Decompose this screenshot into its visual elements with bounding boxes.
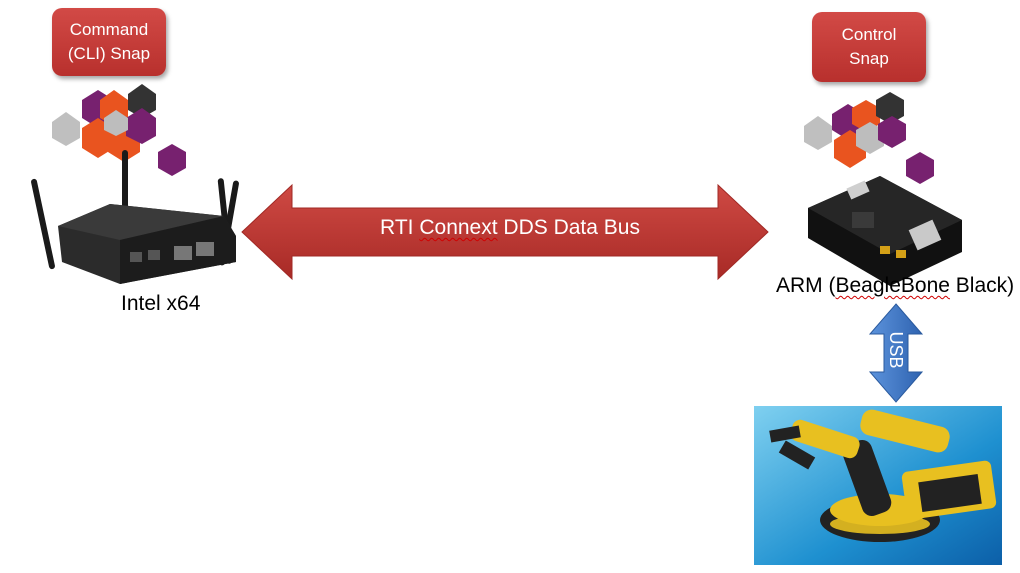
- data-bus-arrow: [241, 183, 769, 281]
- data-bus-label: RTI Connext DDS Data Bus: [330, 216, 690, 240]
- beaglebone-board-image: [808, 176, 962, 286]
- intel-router-image: [31, 150, 239, 284]
- arm-label-part2: BeagleBone: [835, 274, 950, 297]
- control-snap-line2: Snap: [849, 49, 889, 68]
- arm-beaglebone-label: ARM (BeagleBone Black): [776, 274, 1014, 298]
- intel-x64-label: Intel x64: [121, 292, 201, 315]
- command-snap-line2: (CLI) Snap: [67, 44, 151, 63]
- snap-logo-icon-right: [804, 92, 934, 184]
- robotic-arm-image: [754, 406, 1002, 565]
- command-snap-line1: Command: [69, 20, 149, 39]
- control-snap-line1: Control: [841, 25, 897, 44]
- usb-label: USB: [886, 331, 906, 369]
- arm-label-part3: Black): [949, 274, 1015, 297]
- bus-label-part2: Connext: [419, 216, 498, 239]
- bus-label-part1: RTI: [380, 216, 420, 239]
- control-snap-box: Control Snap: [812, 12, 926, 82]
- snap-logo-icon-left: [52, 84, 186, 176]
- bus-label-part3: DDS Data Bus: [497, 216, 640, 239]
- command-snap-box: Command (CLI) Snap: [52, 8, 166, 76]
- arm-label-part1: ARM (: [776, 274, 836, 297]
- usb-arrow: [868, 303, 924, 403]
